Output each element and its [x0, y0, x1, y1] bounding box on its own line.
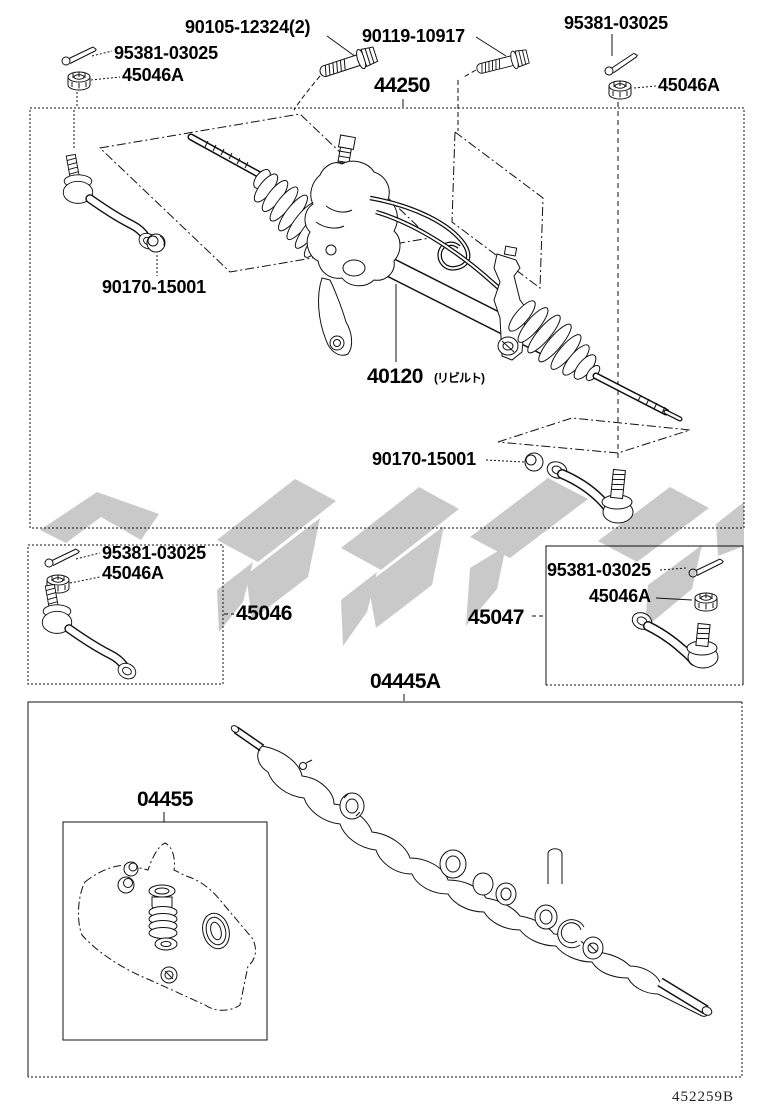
- label-gear-assy-note: (リビルト): [434, 371, 485, 385]
- grommet-left-icon: [146, 233, 166, 253]
- cotter-pin-45046-icon: [44, 548, 80, 568]
- cotter-pin-top-left-icon: [61, 46, 97, 66]
- tie-rod-end-right-drawing: [546, 461, 634, 524]
- grommet-right-icon: [524, 452, 544, 472]
- label-nut-45047[interactable]: 45046A: [589, 586, 651, 606]
- seal-kit-box: [62, 821, 268, 1041]
- tie-rod-end-45046-drawing: [42, 584, 138, 681]
- gasket-kit-box: [27, 701, 743, 1078]
- castle-nut-top-right-icon: [608, 80, 632, 100]
- label-pin-top-left[interactable]: 95381-03025: [114, 43, 218, 63]
- label-pin-45046[interactable]: 95381-03025: [102, 543, 206, 563]
- label-gear-assy-40120[interactable]: 40120: [367, 365, 423, 388]
- label-nut-top-left[interactable]: 45046A: [122, 65, 184, 85]
- label-bolt-90105[interactable]: 90105-12324(2): [185, 17, 311, 37]
- figure-code: 452259B: [672, 1089, 735, 1105]
- leader-lines: [69, 34, 693, 822]
- castle-nut-45047-icon: [694, 592, 718, 612]
- label-seal-kit-04455[interactable]: 04455: [137, 788, 193, 811]
- label-nut-top-right[interactable]: 45046A: [658, 75, 720, 95]
- castle-nut-top-left-icon: [67, 71, 91, 91]
- label-gear-unit-44250[interactable]: 44250: [374, 74, 430, 97]
- label-tie-rod-45046[interactable]: 45046: [236, 602, 292, 625]
- seal-kit-drawing: [77, 842, 256, 1011]
- label-grommet-left[interactable]: 90170-15001: [102, 277, 206, 297]
- tie-rod-left-box: [27, 544, 224, 685]
- label-gasket-kit-04445a[interactable]: 04445A: [370, 670, 441, 693]
- gasket-kit-drawing: [230, 725, 713, 1017]
- tie-rod-end-left-drawing: [63, 154, 159, 251]
- label-pin-top-right[interactable]: 95381-03025: [564, 13, 668, 33]
- steering-gear-drawing: [187, 133, 683, 422]
- tie-rod-right-box: [545, 545, 744, 686]
- bolt-90119-icon: [474, 47, 531, 79]
- cotter-pin-top-right-icon: [602, 52, 640, 77]
- label-grommet-right[interactable]: 90170-15001: [372, 449, 476, 469]
- label-bolt-90119[interactable]: 90119-10917: [362, 26, 465, 46]
- label-nut-45046[interactable]: 45046A: [102, 563, 164, 583]
- tie-rod-end-45047-drawing: [631, 612, 719, 669]
- label-tie-rod-45047[interactable]: 45047: [468, 606, 524, 629]
- label-pin-45047[interactable]: 95381-03025: [547, 560, 651, 580]
- main-assembly-box: [29, 107, 745, 529]
